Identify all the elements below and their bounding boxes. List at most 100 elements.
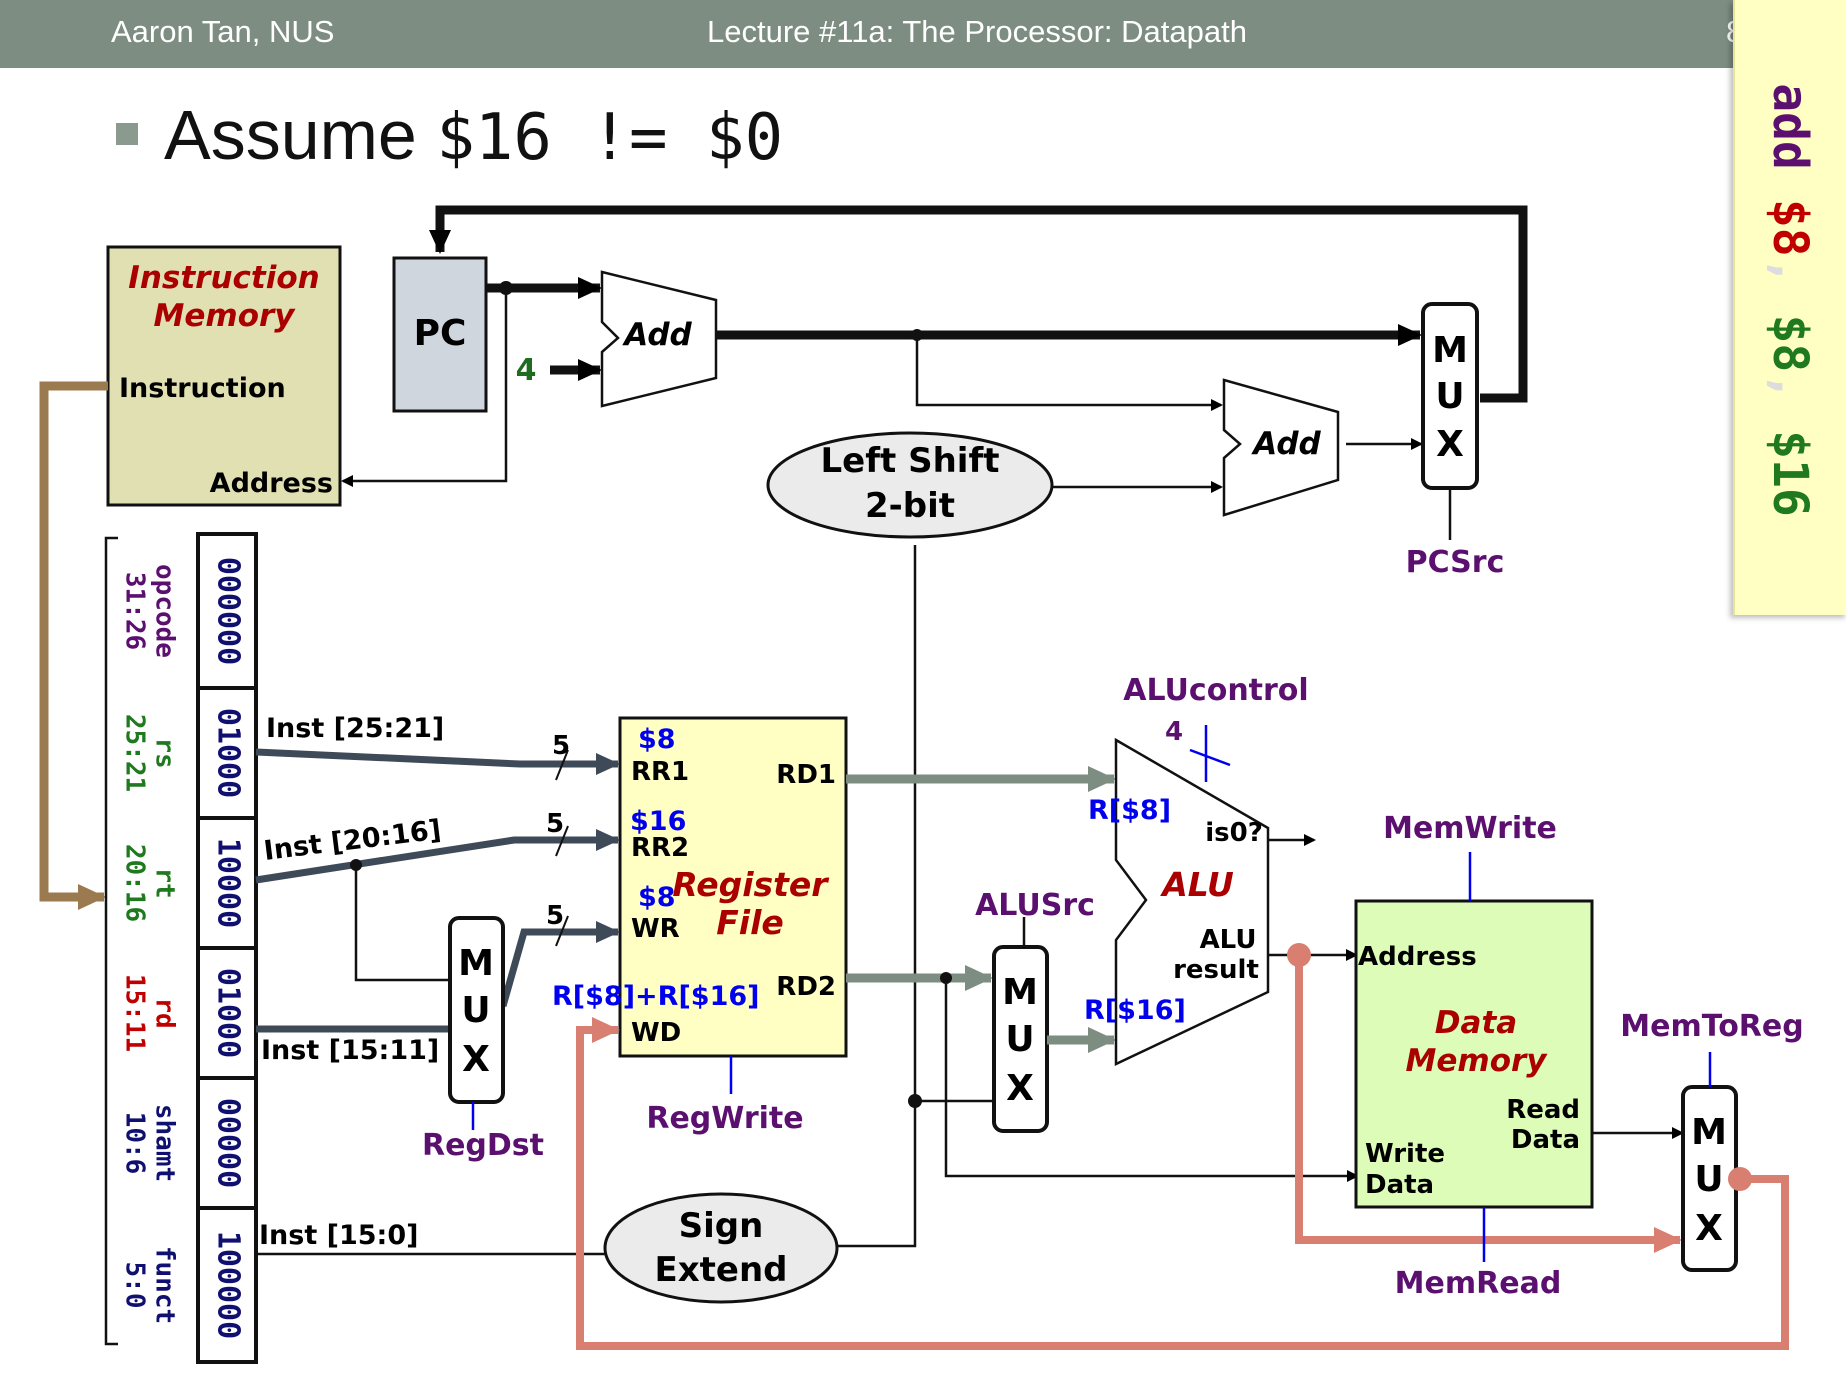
dmem-title-line2: Memory — [1406, 1043, 1549, 1079]
field-range-rs: 25:21 — [120, 714, 150, 792]
field-range-funct: 5:0 — [120, 1262, 150, 1309]
branch-adder-label: Add — [1250, 426, 1321, 462]
rt-to-regdst-wire — [354, 865, 450, 982]
instruction-bracket — [104, 536, 118, 1346]
rr2-port: RR2 — [631, 833, 689, 863]
field-bits-rd: 01000 — [211, 968, 246, 1058]
sign-extend-unit — [603, 1192, 839, 1304]
inst-15-0-label: Inst [15:0] — [259, 1220, 418, 1251]
dmem-title-line1: Data — [1435, 1005, 1517, 1041]
regdst-mux-u: U — [461, 990, 490, 1031]
slide-header: Aaron Tan, NUS Lecture #11a: The Process… — [0, 0, 1846, 68]
sticky-sep1: , — [1762, 256, 1818, 286]
rd1-port: RD1 — [776, 760, 836, 790]
memtoreg-label: MemToReg — [1620, 1009, 1803, 1044]
rs-width-slash — [555, 749, 569, 781]
alusrc-mux-u: U — [1005, 1019, 1034, 1060]
sign-extend-line1: Sign — [679, 1206, 764, 1246]
instruction-sticky-note: add $8, $8, $16 — [1733, 0, 1846, 615]
wd-value: R[$8]+R[$16] — [552, 981, 760, 1012]
inst-20-16-label: Inst [20:16] — [262, 814, 443, 866]
field-range-rt: 20:16 — [120, 844, 150, 922]
rd2-port: RD2 — [776, 972, 836, 1002]
wr-value: $8 — [638, 882, 676, 913]
field-range-opcode: 31:26 — [120, 572, 150, 650]
field-name-shamt: shamt — [150, 1104, 180, 1182]
alucontrol-label: ALUcontrol — [1123, 673, 1308, 708]
dmem-read-data-line1: Read — [1506, 1095, 1580, 1125]
instruction-memory — [106, 245, 342, 507]
pc-adder — [600, 270, 718, 408]
pc-feedback-wire — [429, 205, 1528, 403]
const-four: 4 — [516, 353, 537, 388]
data-memory — [1354, 899, 1594, 1209]
rs-width-label: 5 — [552, 731, 570, 761]
memtoreg-mux-u: U — [1694, 1159, 1723, 1200]
lecture-title: Lecture #11a: The Processor: Datapath — [707, 14, 1247, 49]
alu-label: ALU — [1159, 865, 1234, 904]
dmem-read-data-line2: Data — [1511, 1125, 1580, 1155]
field-name-funct: funct — [150, 1246, 180, 1324]
inst-25-21-label: Inst [25:21] — [266, 713, 444, 744]
alusrc-mux-x: X — [1006, 1068, 1034, 1109]
wr-port: WR — [631, 914, 680, 944]
field-name-opcode: opcode — [150, 564, 180, 658]
sticky-r2: $8 — [1762, 314, 1818, 373]
field-bits-rs: 01000 — [211, 708, 246, 798]
field-bits-opcode: 000000 — [211, 557, 246, 665]
alusrc-label: ALUSrc — [975, 888, 1095, 923]
inst-15-11-label: Inst [15:11] — [261, 1035, 439, 1066]
wd-port: WD — [631, 1018, 681, 1048]
field-bits-funct: 100000 — [211, 1231, 246, 1339]
field-bits-shamt: 00000 — [211, 1098, 246, 1188]
writeback-wire — [576, 1017, 1789, 1350]
field-range-shamt: 10:6 — [120, 1112, 150, 1175]
rs-wire — [255, 748, 620, 775]
pc-adder-label: Add — [621, 317, 692, 353]
alucontrol-width-slash — [1189, 748, 1231, 767]
dmem-write-data-line2: Data — [1365, 1170, 1434, 1200]
alu-result-bypass-wire — [1295, 955, 1682, 1253]
memwrite-label: MemWrite — [1383, 811, 1557, 846]
regwrite-label: RegWrite — [646, 1101, 803, 1136]
pc-mux-m: M — [1432, 330, 1468, 371]
memread-label: MemRead — [1395, 1266, 1562, 1301]
title-prefix: Assume — [164, 96, 437, 174]
rt-width-slash — [555, 825, 569, 857]
regdst-mux-m: M — [458, 943, 494, 984]
register-file — [618, 716, 848, 1058]
left-shift-line2: 2-bit — [865, 486, 955, 526]
regdst-label: RegDst — [422, 1128, 544, 1163]
branch-adder — [1222, 378, 1340, 517]
regdst-mux-x: X — [462, 1039, 490, 1080]
sticky-r3: $16 — [1762, 430, 1818, 517]
regdst-mux — [448, 916, 505, 1104]
imem-instruction-port: Instruction — [119, 373, 286, 404]
regfile-title-line2: File — [716, 903, 784, 942]
pc-plus4-to-branch-wire — [915, 335, 1223, 411]
rr2-value: $16 — [630, 806, 686, 837]
memtoreg-mux-m: M — [1691, 1112, 1727, 1153]
field-box-rd — [196, 946, 258, 1080]
alusrc-mux-m: M — [1002, 972, 1038, 1013]
left-shift-line1: Left Shift — [821, 441, 1000, 481]
regdst-to-wr-wire — [499, 921, 620, 1007]
alu-result-line2: result — [1173, 955, 1259, 985]
imem-title-line1: Instruction — [128, 260, 319, 296]
wr-width-slash — [555, 915, 569, 947]
field-name-rs: rs — [150, 737, 180, 768]
alu — [1114, 737, 1270, 1066]
field-box-rt — [196, 816, 258, 950]
pc-register — [392, 256, 488, 413]
imem-address-port: Address — [210, 468, 333, 499]
alu-result-junction — [1287, 943, 1311, 967]
dmem-address-port: Address — [1358, 942, 1477, 972]
rr1-port: RR1 — [631, 757, 689, 787]
sign-extend-line2: Extend — [654, 1250, 787, 1290]
rd2-to-write-data-wire — [944, 978, 1359, 1182]
memtoreg-mux-x: X — [1695, 1208, 1723, 1249]
title-expression: $16 != $0 — [436, 101, 784, 175]
dmem-write-data-line1: Write — [1365, 1139, 1445, 1169]
